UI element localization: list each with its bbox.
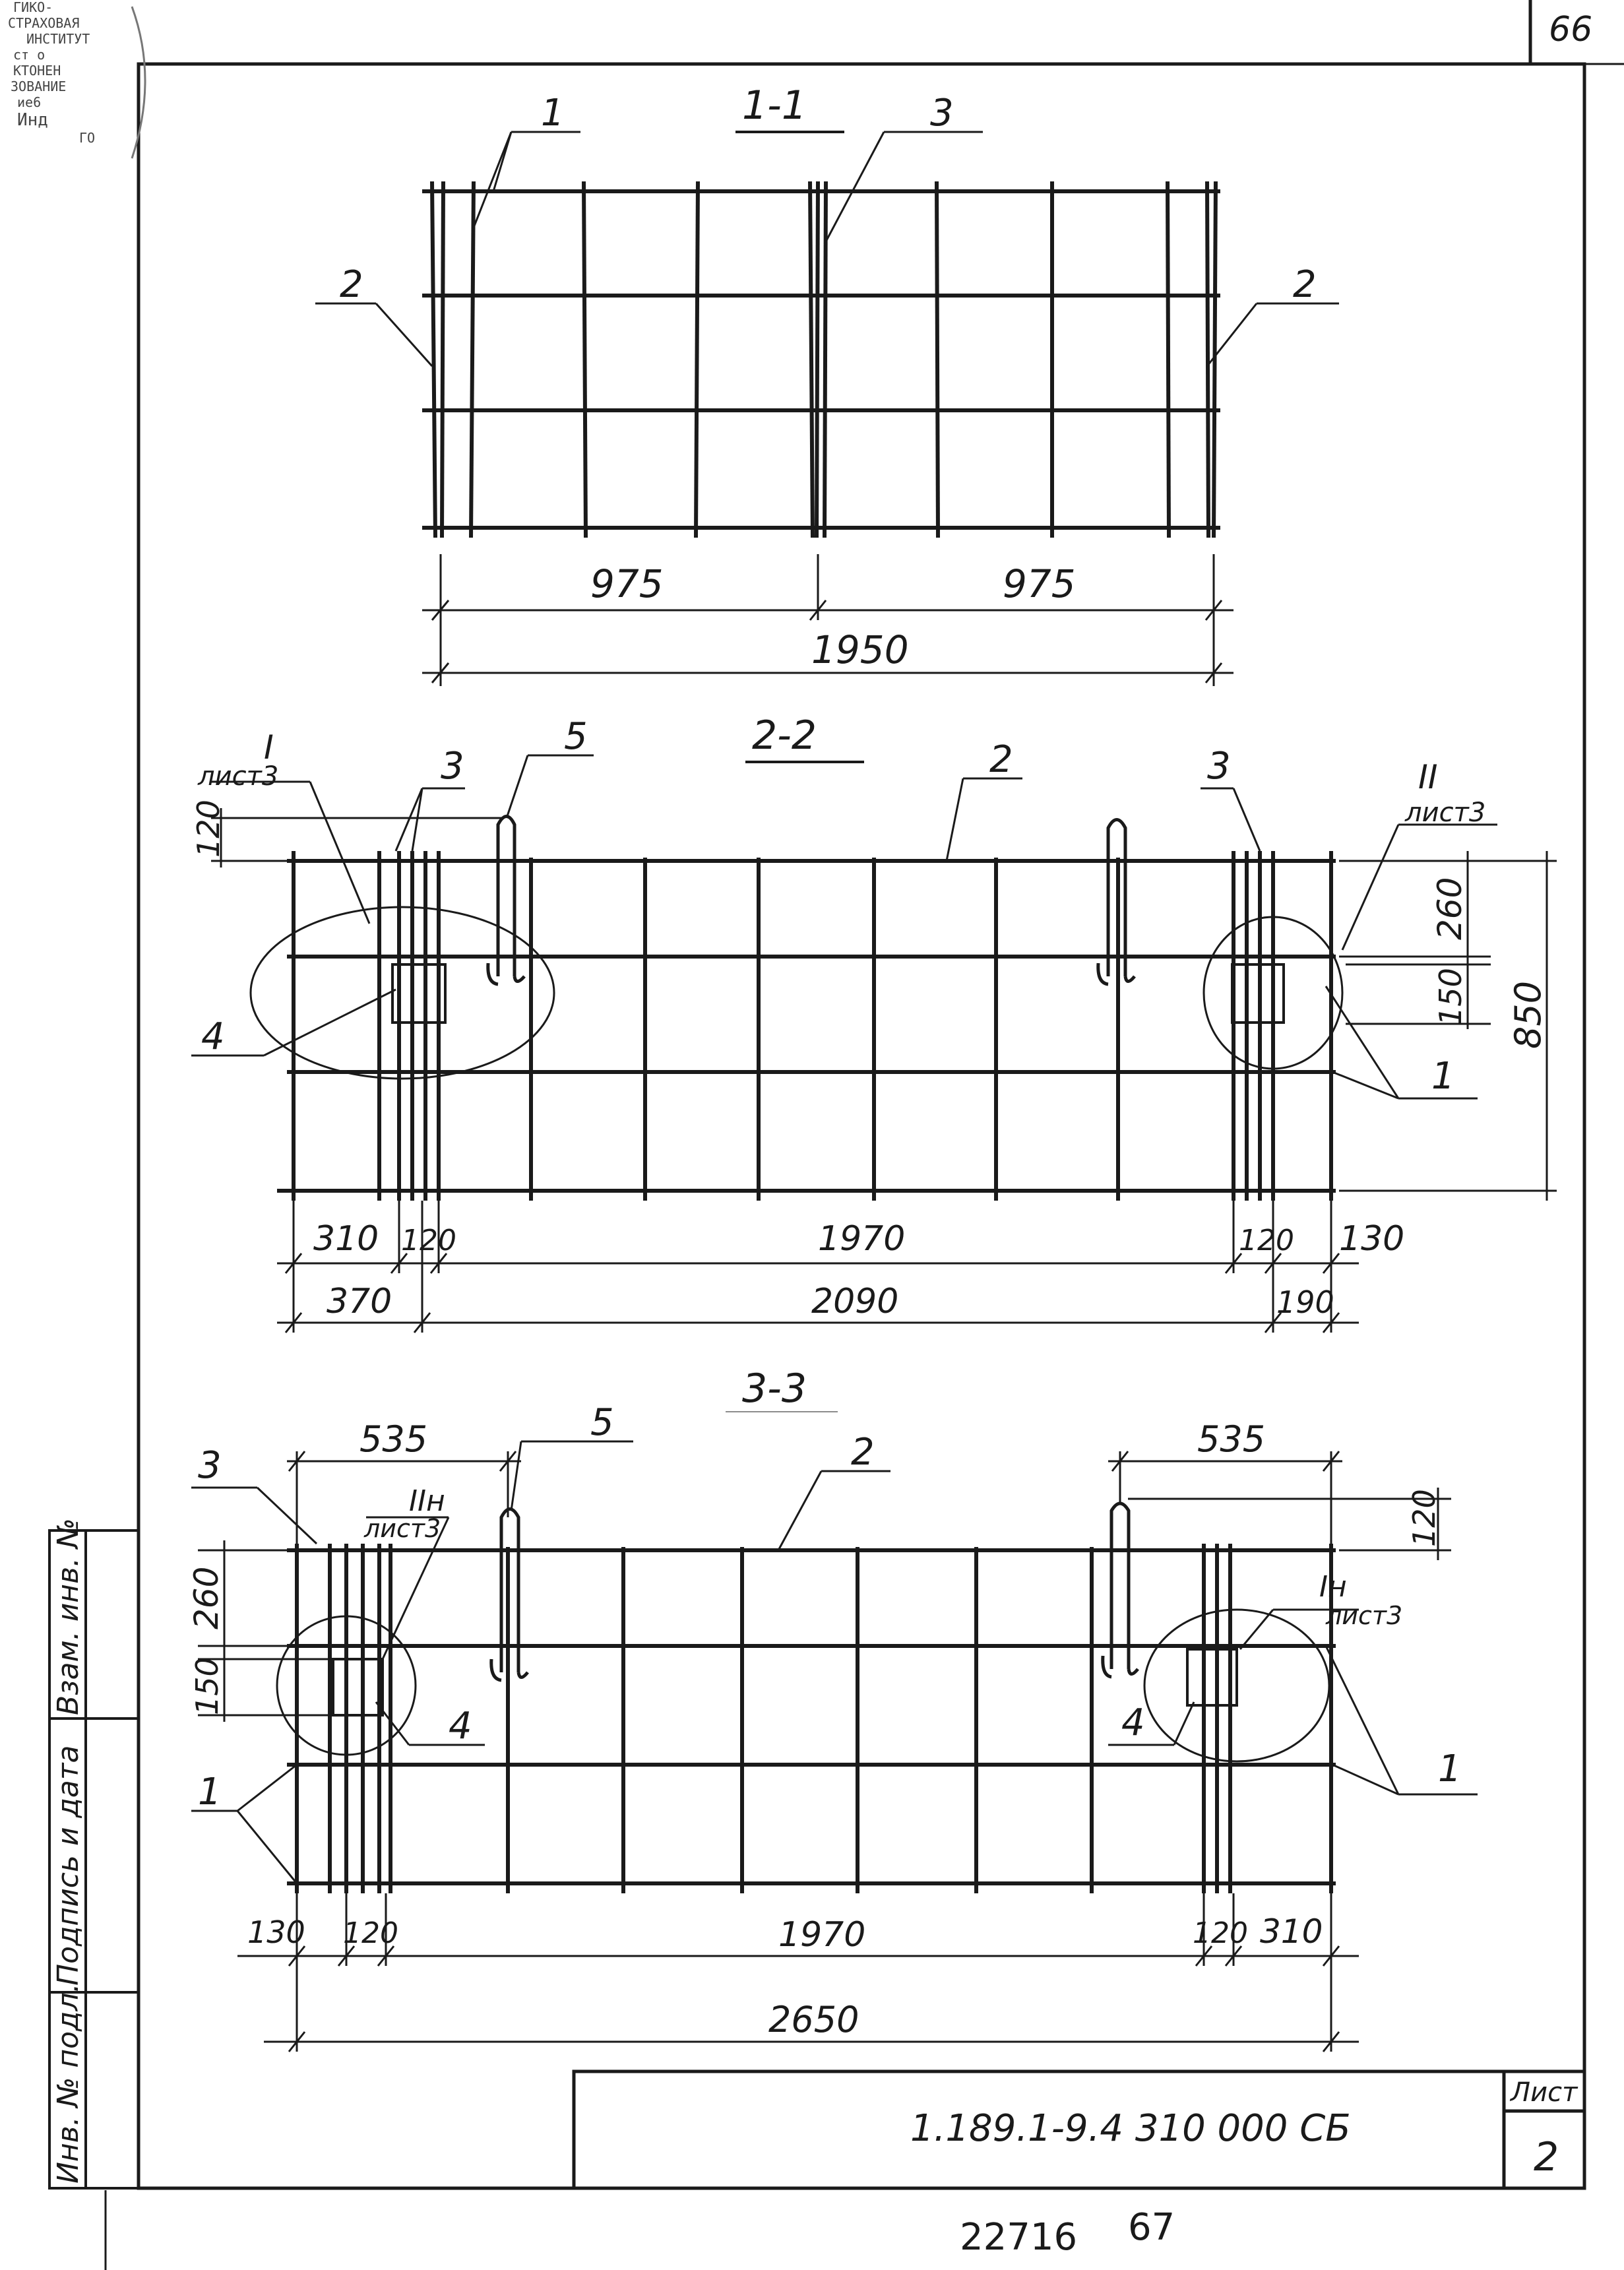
- dim-850: 850: [1507, 981, 1549, 1049]
- callout-sheet-ref: лист3: [1404, 798, 1485, 828]
- dim-2090: 2090: [811, 1282, 898, 1321]
- dimension-lines-1-1: [422, 554, 1234, 686]
- dim-260: 260: [1431, 877, 1469, 940]
- lifting-loop: [489, 1501, 1139, 1682]
- callout-3: 3: [930, 92, 954, 135]
- sheet-label: Лист: [1509, 2077, 1578, 2108]
- callout-sheet-ref: лист3: [1325, 1601, 1402, 1630]
- callout-1: 1: [1431, 1055, 1455, 1098]
- side-stamp: Взам. инв. № Подпись и дата Инв. № подл.: [48, 1518, 140, 2190]
- mesh-2-2: [277, 851, 1336, 1201]
- embedded-plate: [391, 963, 1285, 1024]
- dim-1950: 1950: [811, 627, 909, 672]
- callout-detail-i: I: [264, 728, 274, 767]
- archive-stamp: ГИКО- СТРАХОВАЯ ИНСТИТУТ ст о КТОНЕН ЗОВ…: [8, 0, 146, 159]
- callout-4: 4: [1121, 1701, 1145, 1744]
- callout-detail-i-n: Iн: [1319, 1570, 1347, 1604]
- dim-260: 260: [187, 1567, 226, 1629]
- stamp-line: Инд: [17, 110, 48, 130]
- callout-1: 1: [541, 92, 565, 135]
- section-2-2: 2-2: [191, 712, 1557, 1333]
- dim-190: 190: [1276, 1284, 1334, 1320]
- stamp-line: ГИКО-: [13, 0, 53, 15]
- detail-circle-i: [249, 906, 555, 1080]
- stamp-label-orig-inv: Инв. № подл.: [51, 1983, 85, 2184]
- callout-2: 2: [340, 263, 363, 306]
- dim-2650: 2650: [768, 1999, 859, 2040]
- dim-120: 120: [1239, 1224, 1294, 1257]
- callout-1: 1: [198, 1771, 222, 1813]
- callout-5: 5: [590, 1401, 614, 1444]
- callout-4: 4: [201, 1015, 225, 1058]
- stamp-line: ИНСТИТУТ: [26, 31, 90, 47]
- dim-120: 120: [401, 1224, 456, 1257]
- section-1-1: 1-1: [315, 82, 1339, 686]
- dim-975-left: 975: [590, 561, 664, 606]
- dim-310: 310: [1260, 1912, 1323, 1951]
- mesh-1-1: [422, 181, 1220, 538]
- section-3-3: 3-3: [187, 1366, 1478, 2052]
- section-title: 1-1: [742, 82, 807, 129]
- embedded-plate: [332, 1648, 1238, 1717]
- callout-4: 4: [449, 1705, 472, 1748]
- dim-130: 130: [247, 1914, 305, 1950]
- archive-number: 22716: [960, 2216, 1077, 2259]
- stamp-line: ст о: [13, 47, 45, 63]
- callout-3: 3: [198, 1444, 222, 1487]
- stamp-line: СТРАХОВАЯ: [8, 15, 79, 31]
- dim-120: 120: [343, 1916, 398, 1950]
- callout-3: 3: [1207, 745, 1231, 788]
- stamp-label-replace-inv: Взам. инв. №: [51, 1518, 85, 1715]
- dim-975-right: 975: [1003, 561, 1076, 606]
- stamp-line: ЗОВАНИЕ: [11, 79, 66, 94]
- dim-310: 310: [313, 1219, 379, 1259]
- dim-130: 130: [1339, 1219, 1404, 1259]
- callout-sheet-ref: лист3: [197, 761, 278, 792]
- stamp-line: ие6: [17, 94, 41, 110]
- stamp-label-signature-date: Подпись и дата: [51, 1746, 85, 1986]
- callout-sheet-ref: лист3: [363, 1514, 441, 1543]
- dim-150: 150: [189, 1657, 225, 1715]
- callout-2: 2: [989, 738, 1013, 781]
- callout-detail-ii-n: IIн: [409, 1484, 445, 1518]
- section-title: 3-3: [742, 1366, 807, 1412]
- page-number-top: 66: [1549, 10, 1592, 49]
- dim-120-top: 120: [1406, 1489, 1442, 1547]
- dim-535-right: 535: [1197, 1418, 1265, 1460]
- dimension-lines-2-2: [211, 808, 1557, 1333]
- callout-2: 2: [1293, 263, 1317, 306]
- callout-2: 2: [851, 1431, 875, 1474]
- dim-535-left: 535: [359, 1418, 427, 1460]
- detail-circle-i-n: [1143, 1608, 1330, 1763]
- mesh-3-3: [287, 1544, 1336, 1893]
- dim-150: 150: [1433, 968, 1468, 1026]
- callout-5: 5: [564, 715, 588, 758]
- section-title: 2-2: [752, 712, 817, 759]
- title-block: 1.189.1-9.4 310 000 СБ Лист 2: [572, 2069, 1586, 2190]
- callout-1: 1: [1438, 1748, 1462, 1790]
- detail-circle-ii-n: [276, 1615, 417, 1756]
- dimension-lines-3-3: [198, 1451, 1451, 2052]
- lifting-loop: [486, 815, 1136, 986]
- dim-120: 120: [1193, 1916, 1248, 1950]
- sheet-number: 2: [1534, 2134, 1559, 2180]
- callout-detail-ii: II: [1418, 758, 1438, 796]
- dim-1970: 1970: [778, 1915, 865, 1955]
- callout-3: 3: [441, 745, 464, 788]
- dim-120-top: 120: [191, 800, 226, 858]
- stamp-line: ГО: [79, 130, 95, 146]
- stamp-line: КТОНЕН: [13, 63, 61, 79]
- dim-370: 370: [327, 1282, 392, 1321]
- detail-circle-ii: [1202, 916, 1344, 1070]
- dim-1970: 1970: [818, 1219, 905, 1259]
- footer-page-number: 67: [1128, 2206, 1175, 2249]
- drawing-designation: 1.189.1-9.4 310 000 СБ: [910, 2107, 1351, 2150]
